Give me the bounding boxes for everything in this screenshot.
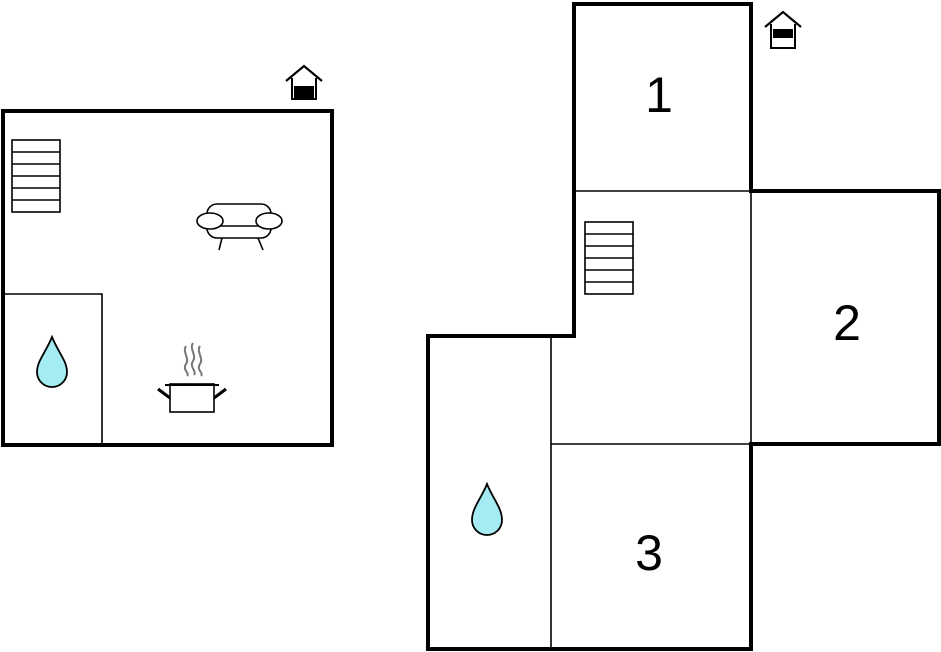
water-drop-icon bbox=[471, 481, 503, 536]
sofa-icon bbox=[196, 203, 283, 251]
staircase-icon bbox=[584, 221, 634, 295]
room-number-1: 1 bbox=[645, 67, 673, 123]
floor-right: 1 2 3 bbox=[426, 2, 941, 651]
room-number-3: 3 bbox=[635, 525, 663, 581]
water-drop-icon bbox=[36, 334, 68, 388]
floor-left bbox=[1, 64, 334, 447]
floor-left-outer-walls bbox=[1, 109, 334, 447]
house-entrance-icon bbox=[285, 64, 323, 100]
house-entrance-icon bbox=[764, 10, 802, 49]
staircase-icon bbox=[11, 139, 61, 213]
floor-left-bathroom-walls bbox=[3, 293, 103, 445]
cooking-pot-icon bbox=[157, 342, 227, 413]
room-number-2: 2 bbox=[833, 295, 861, 351]
floor-right-outer-walls bbox=[426, 2, 941, 651]
